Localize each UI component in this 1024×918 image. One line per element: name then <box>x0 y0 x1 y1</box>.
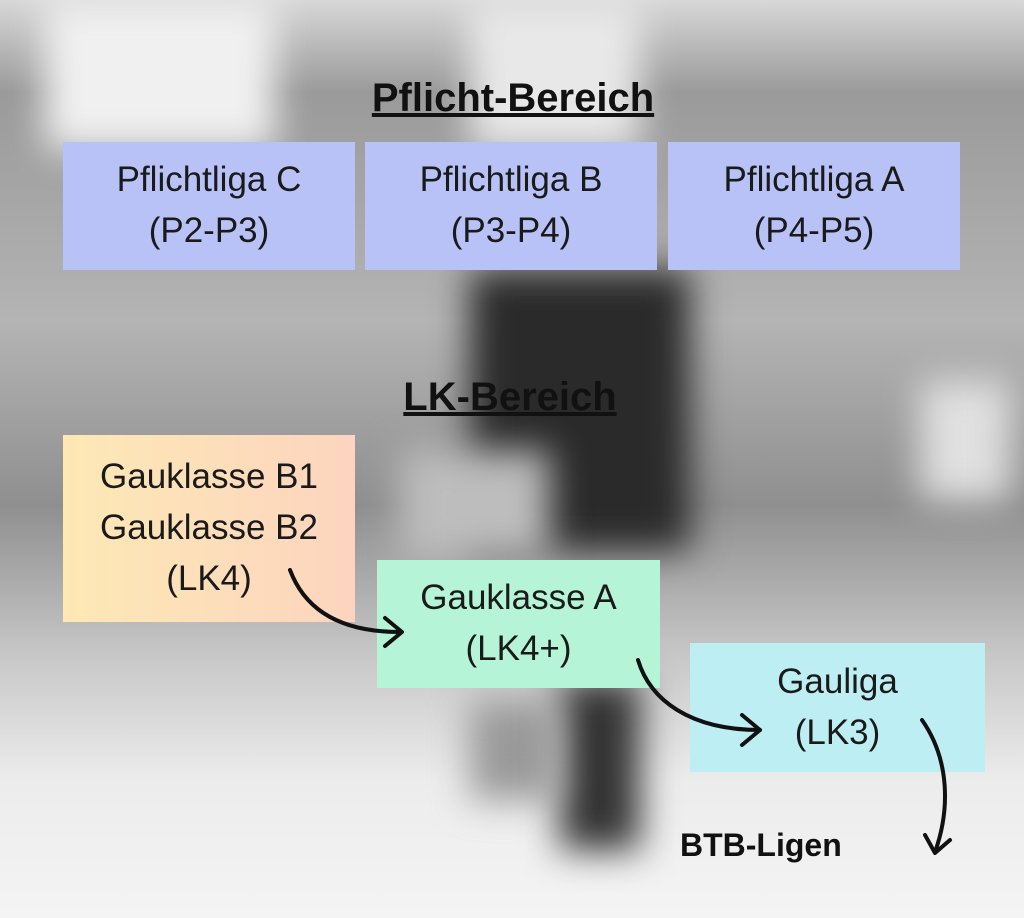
box-label: Gauklasse B1 <box>100 457 318 497</box>
pflichtliga-c-box: Pflichtliga C (P2-P3) <box>63 142 355 270</box>
box-level: (LK4) <box>166 558 252 598</box>
box-label: Gauklasse A <box>420 578 617 618</box>
box-level: (LK4+) <box>465 629 572 668</box>
btb-ligen-label: BTB-Ligen <box>680 827 842 863</box>
arrow-gauliga-to-btb-icon <box>920 718 952 855</box>
pflicht-section-title: Pflicht-Bereich <box>371 76 655 120</box>
box-label: Pflichtliga C <box>116 160 302 200</box>
box-level: (LK3) <box>794 712 881 752</box>
box-label: Gauliga <box>777 661 898 701</box>
arrow-b-to-a-icon <box>288 568 404 648</box>
arrow-a-to-gauliga-icon <box>636 658 762 747</box>
pflichtliga-b-box: Pflichtliga B (P3-P4) <box>365 142 657 270</box>
box-label: Pflichtliga A <box>723 160 905 200</box>
box-level: (P4-P5) <box>753 211 875 250</box>
gauklasse-a-box: Gauklasse A (LK4+) <box>377 560 660 688</box>
box-label: Gauklasse B2 <box>100 508 318 548</box>
box-label: Pflichtliga B <box>419 160 603 200</box>
box-level: (P3-P4) <box>450 211 572 250</box>
pflichtliga-a-box: Pflichtliga A (P4-P5) <box>668 142 960 270</box>
box-level: (P2-P3) <box>148 211 270 250</box>
gauklasse-b-box: Gauklasse B1 Gauklasse B2 (LK4) <box>63 435 355 622</box>
lk-section-title: LK-Bereich <box>403 375 617 419</box>
